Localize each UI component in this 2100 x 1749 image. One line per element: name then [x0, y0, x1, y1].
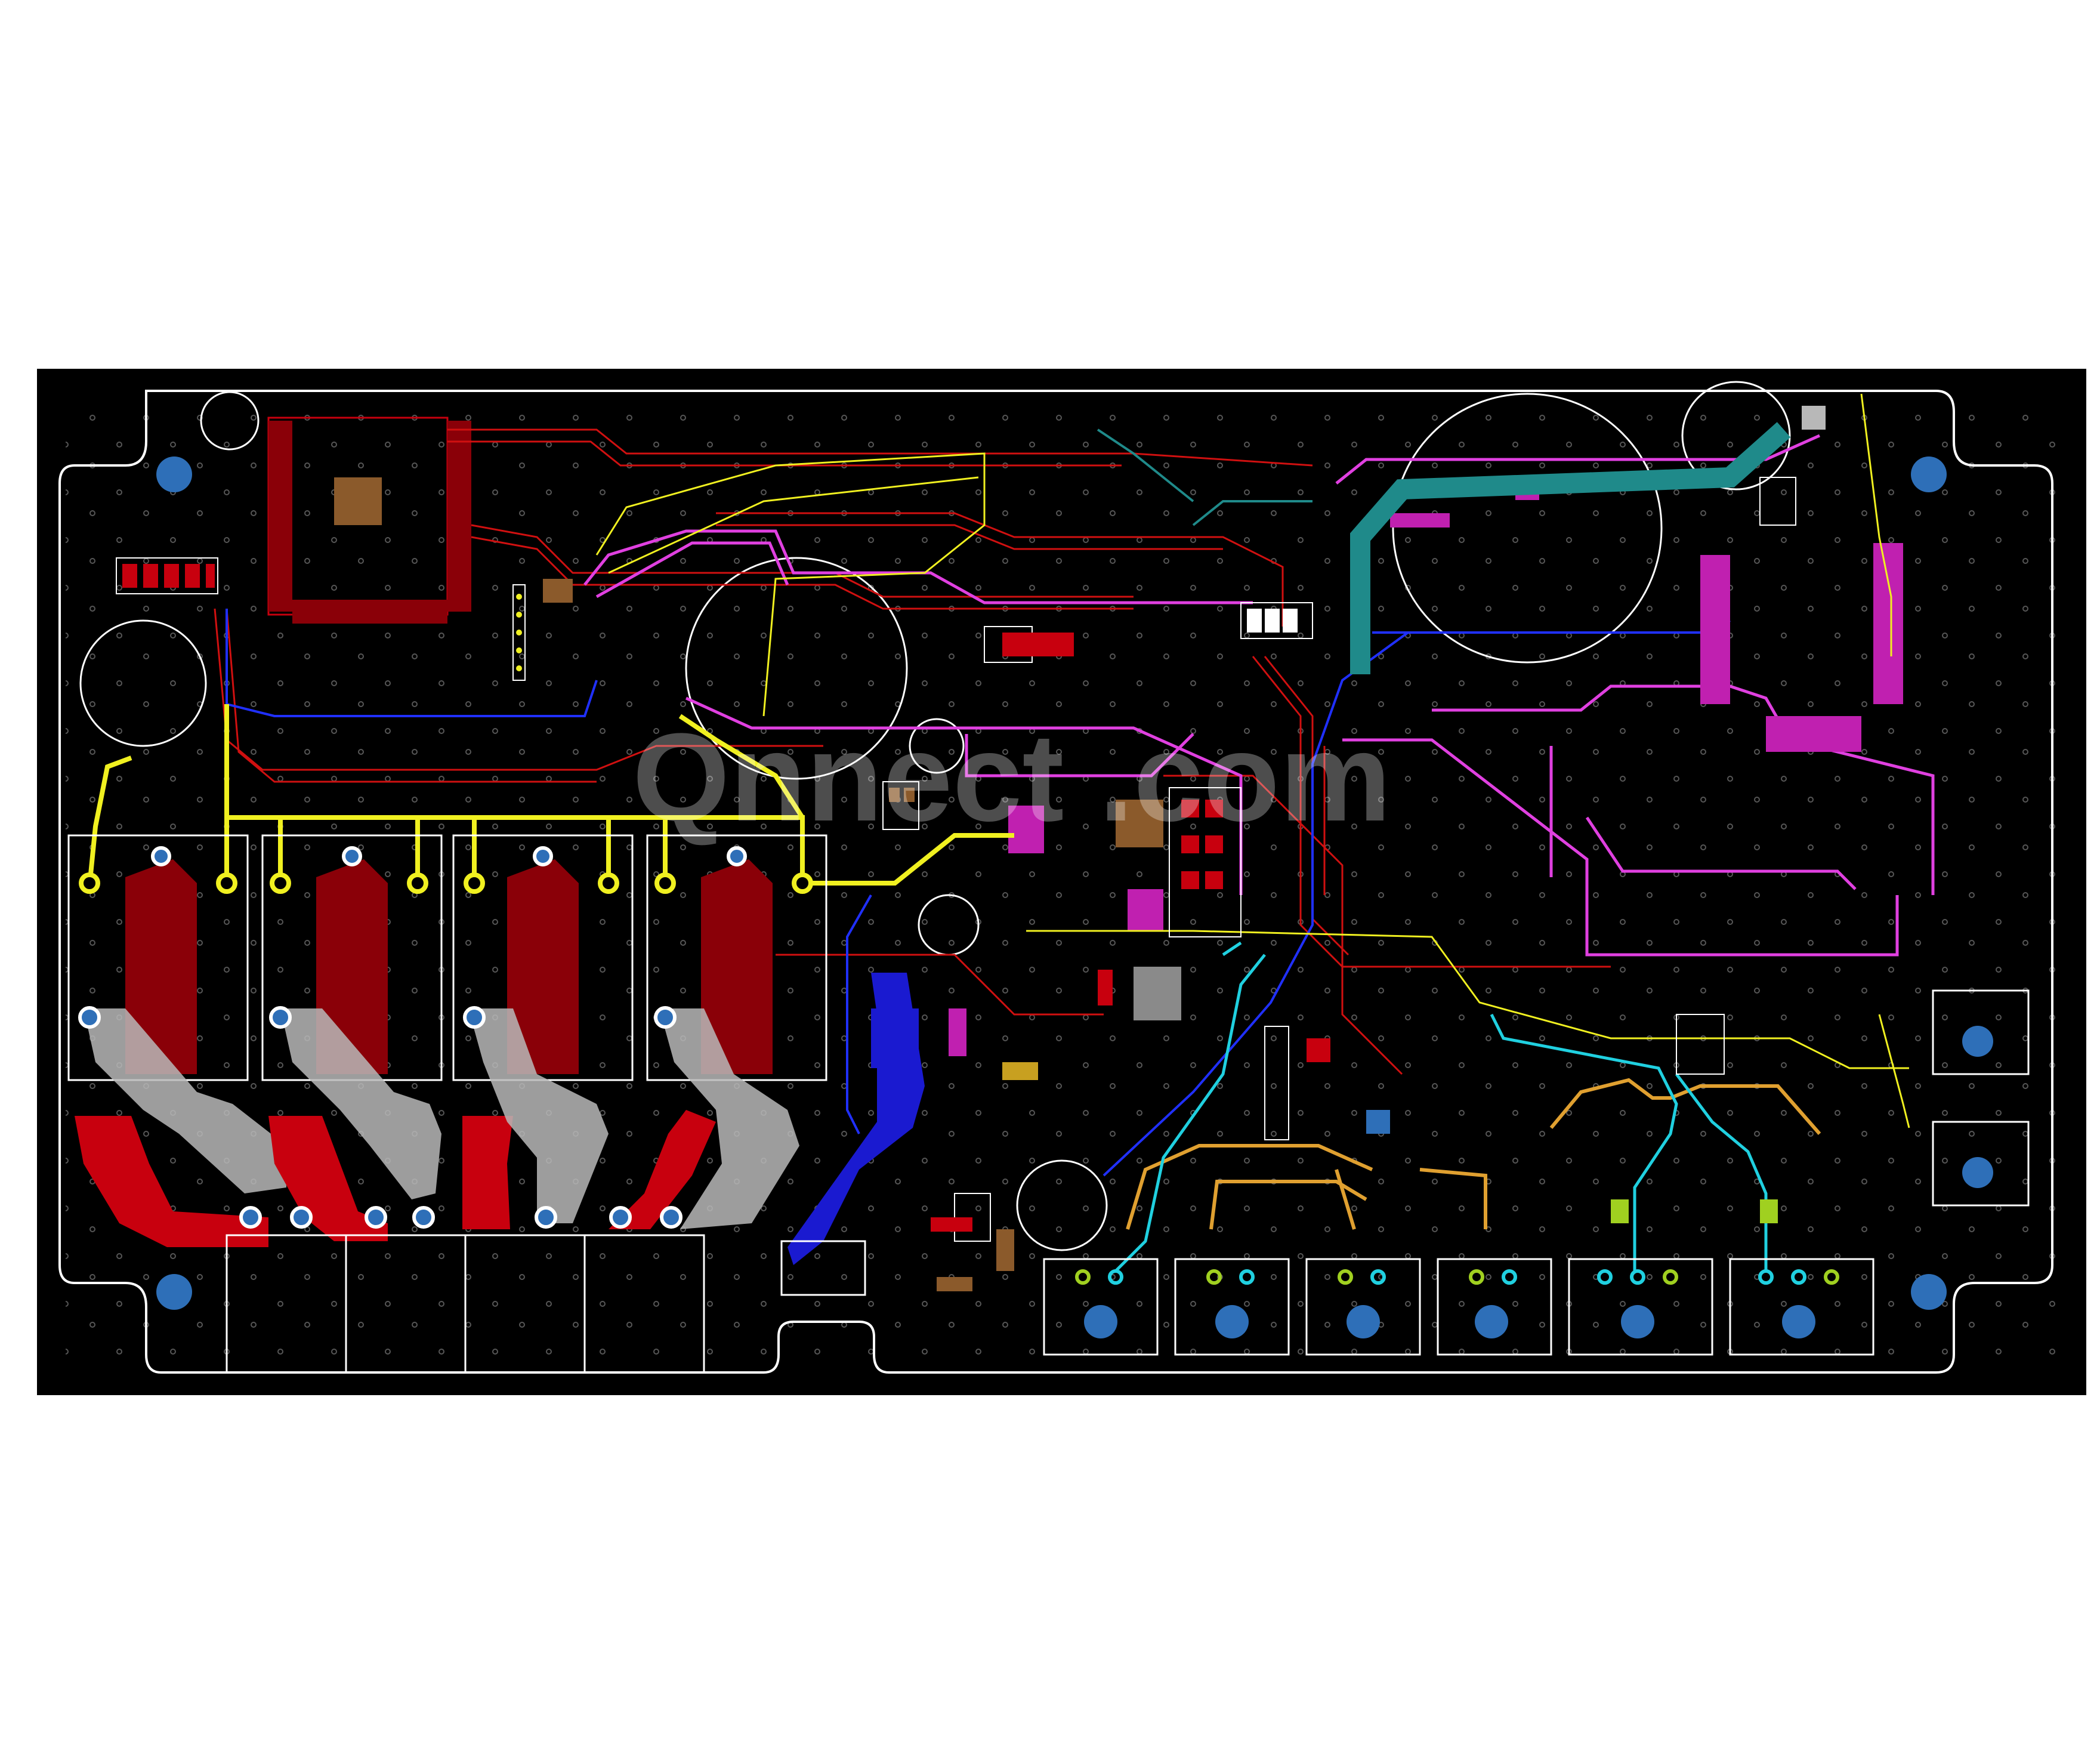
smd-components	[512, 406, 1826, 1291]
yellow-thin-traces	[595, 393, 1910, 1128]
orange-signal-traces	[1126, 1078, 1821, 1230]
watermark: Qnnect .com	[632, 707, 1391, 847]
connector-pins	[1075, 1269, 1839, 1285]
yellow-signal-traces	[87, 704, 1014, 887]
connector-holes	[1084, 1026, 1993, 1338]
mounting-holes	[156, 456, 1947, 1310]
relay-3	[452, 834, 634, 1229]
watermark-text: Qnnect .com	[632, 707, 1391, 847]
magenta-components	[1008, 482, 1903, 931]
relay-4	[609, 834, 827, 1229]
relay-blocks	[67, 834, 827, 1247]
circle-footprints	[79, 381, 1791, 1251]
bottom-connectors	[226, 989, 2030, 1374]
mcu-module	[116, 417, 471, 624]
teal-thin-traces	[1097, 428, 1312, 526]
teal-power-traces	[1350, 422, 1791, 674]
board-outline	[58, 390, 2053, 1374]
relay-1	[67, 834, 286, 1247]
relay-2	[261, 834, 443, 1241]
relay-yellow-pads	[79, 872, 813, 894]
relay-pads	[78, 846, 747, 1229]
